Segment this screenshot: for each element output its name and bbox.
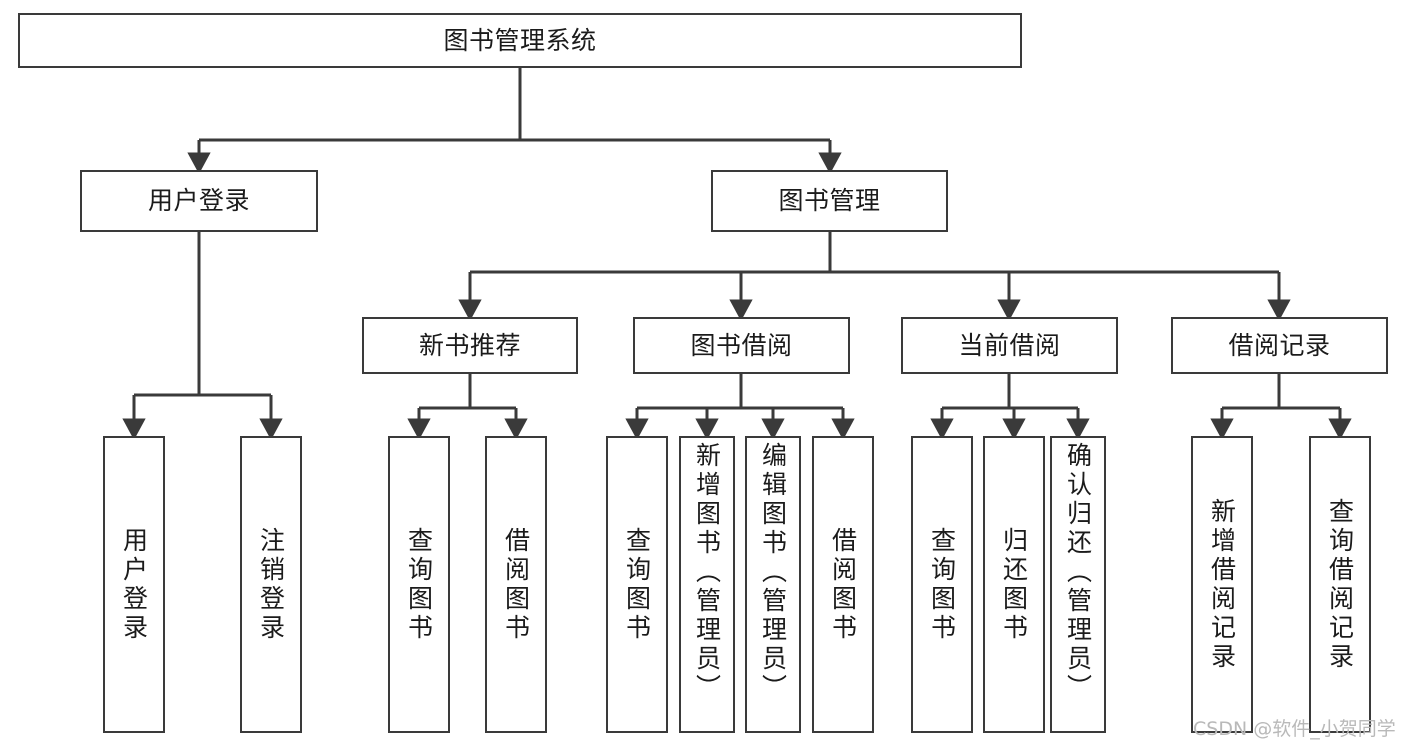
node-leaf-0[interactable]: 用户登录 — [103, 436, 165, 733]
node-level3-2[interactable]: 当前借阅 — [901, 317, 1118, 374]
node-level3-0-label: 新书推荐 — [418, 330, 521, 360]
node-leaf-9-label: 归还图书 — [999, 526, 1029, 643]
node-leaf-5[interactable]: 新增图书（管理员） — [679, 436, 735, 733]
node-leaf-7[interactable]: 借阅图书 — [812, 436, 874, 733]
node-root-system[interactable]: 图书管理系统 — [18, 13, 1022, 68]
node-level3-3-label: 借阅记录 — [1228, 330, 1331, 360]
node-leaf-8-label: 查询图书 — [927, 526, 957, 643]
node-leaf-8[interactable]: 查询图书 — [911, 436, 973, 733]
node-leaf-7-label: 借阅图书 — [828, 526, 858, 643]
node-leaf-11[interactable]: 新增借阅记录 — [1191, 436, 1253, 733]
node-level3-1-label: 图书借阅 — [690, 330, 793, 360]
node-level2-0-label: 用户登录 — [147, 186, 250, 216]
node-leaf-4-label: 查询图书 — [622, 526, 652, 643]
node-leaf-1-label: 注销登录 — [256, 526, 286, 643]
node-level2-1[interactable]: 图书管理 — [711, 170, 948, 232]
node-root-system-label: 图书管理系统 — [443, 25, 597, 55]
node-level3-1[interactable]: 图书借阅 — [633, 317, 850, 374]
node-level3-2-label: 当前借阅 — [958, 330, 1061, 360]
node-level3-0[interactable]: 新书推荐 — [362, 317, 578, 374]
node-leaf-10-label: 确认归还（管理员） — [1063, 442, 1093, 703]
node-leaf-2[interactable]: 查询图书 — [388, 436, 450, 733]
node-level2-0[interactable]: 用户登录 — [80, 170, 318, 232]
node-level2-1-label: 图书管理 — [778, 186, 881, 216]
csdn-watermark: CSDN @软件_小贺同学 — [1193, 718, 1396, 740]
node-leaf-3-label: 借阅图书 — [501, 526, 531, 643]
node-leaf-2-label: 查询图书 — [404, 526, 434, 643]
node-leaf-6[interactable]: 编辑图书（管理员） — [745, 436, 801, 733]
node-leaf-11-label: 新增借阅记录 — [1207, 497, 1237, 672]
node-leaf-0-label: 用户登录 — [119, 526, 149, 643]
node-leaf-4[interactable]: 查询图书 — [606, 436, 668, 733]
node-leaf-9[interactable]: 归还图书 — [983, 436, 1045, 733]
node-leaf-12[interactable]: 查询借阅记录 — [1309, 436, 1371, 733]
node-leaf-6-label: 编辑图书（管理员） — [758, 442, 788, 703]
node-leaf-3[interactable]: 借阅图书 — [485, 436, 547, 733]
node-leaf-1[interactable]: 注销登录 — [240, 436, 302, 733]
node-leaf-10[interactable]: 确认归还（管理员） — [1050, 436, 1106, 733]
node-level3-3[interactable]: 借阅记录 — [1171, 317, 1388, 374]
node-leaf-12-label: 查询借阅记录 — [1325, 497, 1355, 672]
node-leaf-5-label: 新增图书（管理员） — [692, 442, 722, 703]
